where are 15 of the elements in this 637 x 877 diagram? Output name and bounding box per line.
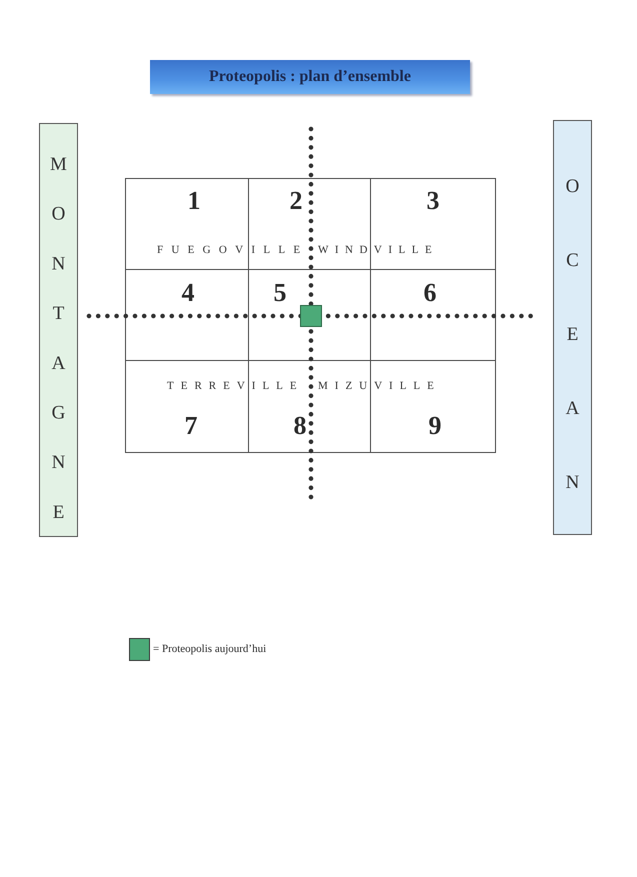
region-band [39, 123, 78, 537]
zone-number: 3 [426, 188, 440, 214]
legend-label: = Proteopolis aujourd’hui [153, 643, 266, 656]
region-band [553, 120, 592, 535]
zone-number: 7 [184, 413, 198, 439]
zone-number: 8 [294, 413, 306, 439]
zone-number: 2 [290, 188, 302, 214]
band-label: OCEAN [563, 176, 582, 493]
zone-number: 5 [274, 280, 286, 306]
zone-number: 1 [188, 188, 200, 214]
zone-number: 9 [428, 413, 442, 439]
band-label: MONTAGNE [49, 154, 68, 523]
zone-number: 6 [424, 280, 436, 306]
zone-number: 4 [182, 280, 194, 306]
title-banner: Proteopolis : plan d’ensemble [150, 60, 470, 94]
